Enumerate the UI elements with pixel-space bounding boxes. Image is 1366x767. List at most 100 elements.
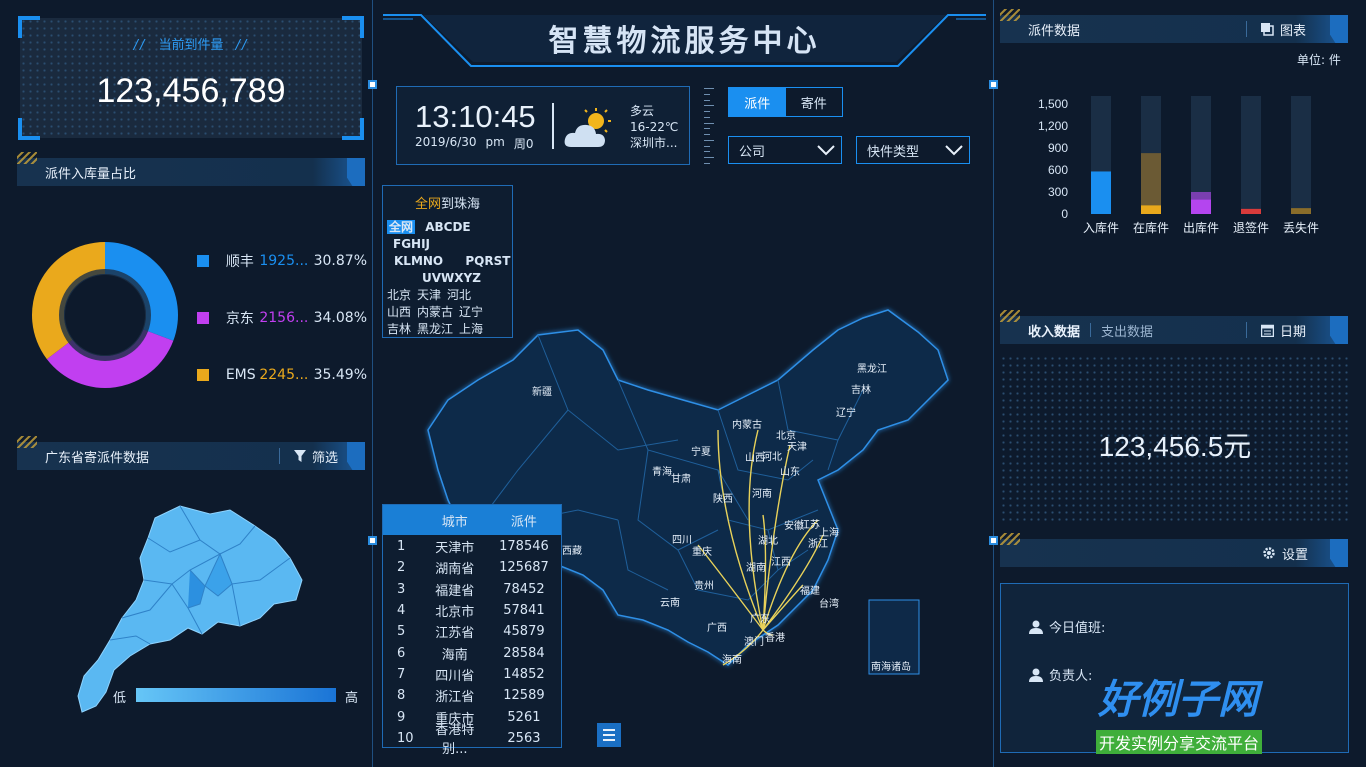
map-label-jiangsu: 江苏 xyxy=(800,520,820,531)
province-item[interactable]: 黑龙江 xyxy=(417,322,454,336)
y-tick-label: 300 xyxy=(1048,185,1068,199)
gd-panel-header: 广东省寄派件数据 筛选 xyxy=(17,436,365,470)
filter-button[interactable]: 筛选 xyxy=(279,448,338,466)
settings-button[interactable]: 设置 xyxy=(1262,545,1308,563)
resize-handle[interactable] xyxy=(368,536,377,545)
counter-label: 当前到件量 xyxy=(158,38,224,53)
letter-group[interactable]: ABCDE xyxy=(425,220,471,234)
row-rank: 1 xyxy=(397,539,406,555)
menu-button[interactable] xyxy=(597,723,621,747)
letter-group-all[interactable]: 全网 xyxy=(387,220,416,234)
bar-入库件 xyxy=(1091,171,1111,214)
corner-bracket xyxy=(18,16,40,38)
letter-group[interactable]: UVWXYZ xyxy=(422,271,481,285)
bar-出库件 xyxy=(1191,192,1211,200)
header-stripes xyxy=(1000,9,1020,21)
row-count: 2563 xyxy=(507,730,541,746)
company-select[interactable]: 公司 xyxy=(728,136,842,164)
type-select-value: 快件类型 xyxy=(867,144,920,160)
ruler-tick xyxy=(704,157,714,159)
province-row: 吉林黑龙江上海 xyxy=(387,321,512,337)
map-label-xianggang: 香港 xyxy=(765,633,785,644)
tab-expense[interactable]: 支出数据 xyxy=(1101,324,1154,340)
toggle-dispatch[interactable]: 派件 xyxy=(729,88,786,116)
row-rank: 10 xyxy=(397,730,414,746)
legend-value: 2245... xyxy=(259,367,309,383)
chart-button[interactable]: 图表 xyxy=(1246,21,1306,39)
y-tick-label: 0 xyxy=(1061,207,1068,221)
province-item[interactable]: 辽宁 xyxy=(459,305,484,319)
ruler-tick xyxy=(704,111,710,113)
province-item[interactable]: 内蒙古 xyxy=(417,305,454,319)
map-label-henan: 河南 xyxy=(752,489,772,500)
legend-swatch xyxy=(197,369,209,381)
income-box: 123,456.5元 xyxy=(1000,355,1350,525)
map-label-tianjin: 天津 xyxy=(787,442,807,453)
province-item[interactable]: 吉林 xyxy=(387,322,412,336)
row-count: 14852 xyxy=(503,666,545,682)
row-rank: 2 xyxy=(397,560,406,576)
letter-group[interactable]: PQRST xyxy=(465,254,511,268)
chevron-down-icon xyxy=(945,145,963,156)
table-row[interactable]: 2 湖南省 125687 xyxy=(383,557,561,578)
province-item[interactable]: 山西 xyxy=(387,305,412,319)
row-count: 125687 xyxy=(499,560,549,576)
resize-handle[interactable] xyxy=(989,80,998,89)
row-rank: 9 xyxy=(397,709,406,725)
row-city: 四川省 xyxy=(435,668,475,684)
ruler-tick xyxy=(704,93,710,95)
date-button-label: 日期 xyxy=(1280,324,1307,340)
page-title: 智慧物流服务中心 xyxy=(548,24,821,59)
map-label-guangdong: 广东 xyxy=(750,614,770,625)
duty-label: 今日值班: xyxy=(1049,621,1106,636)
resize-handle[interactable] xyxy=(989,536,998,545)
ruler-tick xyxy=(704,151,710,153)
x-tick-label: 退签件 xyxy=(1233,220,1269,235)
letter-group[interactable]: FGHIJ xyxy=(393,237,431,251)
partly-cloudy-icon xyxy=(564,108,611,147)
row-count: 45879 xyxy=(503,624,545,640)
x-tick-label: 丢失件 xyxy=(1283,220,1319,235)
map-label-ningxia: 宁夏 xyxy=(691,447,711,458)
header-tab xyxy=(347,442,365,470)
duty-row: 今日值班: xyxy=(1029,617,1105,636)
date-button[interactable]: 日期 xyxy=(1246,322,1307,340)
letter-group[interactable]: KLMNO xyxy=(394,254,444,268)
income-amount: 123,456.5元 xyxy=(1098,431,1252,462)
row-city: 浙江省 xyxy=(435,690,475,706)
province-item[interactable]: 河北 xyxy=(447,288,472,302)
tab-income[interactable]: 收入数据 xyxy=(1028,324,1081,340)
header-stripes xyxy=(1000,533,1020,545)
row-count: 28584 xyxy=(503,645,545,661)
donut-panel-title: 派件入库量占比 xyxy=(45,166,137,182)
calendar-icon xyxy=(1261,324,1274,337)
row-city: 湖南省 xyxy=(435,562,475,578)
province-item[interactable]: 上海 xyxy=(459,322,484,336)
map-label-jilin: 吉林 xyxy=(851,385,871,396)
header-tab xyxy=(347,158,365,186)
province-list: 北京天津河北山西内蒙古辽宁吉林黑龙江上海江苏浙江安徽 xyxy=(383,287,512,337)
province-item[interactable]: 天津 xyxy=(417,288,442,302)
province-item[interactable]: 北京 xyxy=(387,288,412,302)
legend-swatch xyxy=(197,255,209,267)
south-sea-box xyxy=(868,599,920,675)
type-select[interactable]: 快件类型 xyxy=(856,136,970,164)
toggle-send[interactable]: 寄件 xyxy=(800,96,827,112)
ruler-tick xyxy=(704,145,710,147)
map-label-yunnan: 云南 xyxy=(660,598,680,609)
resize-handle[interactable] xyxy=(368,80,377,89)
region-box: 全网到珠海 全网 ABCDE FGHIJ KLMNO PQRST UVWXYZ … xyxy=(382,185,513,338)
y-tick-label: 600 xyxy=(1048,163,1068,177)
title-banner xyxy=(383,14,986,67)
donut-slice-EMS xyxy=(31,242,105,360)
